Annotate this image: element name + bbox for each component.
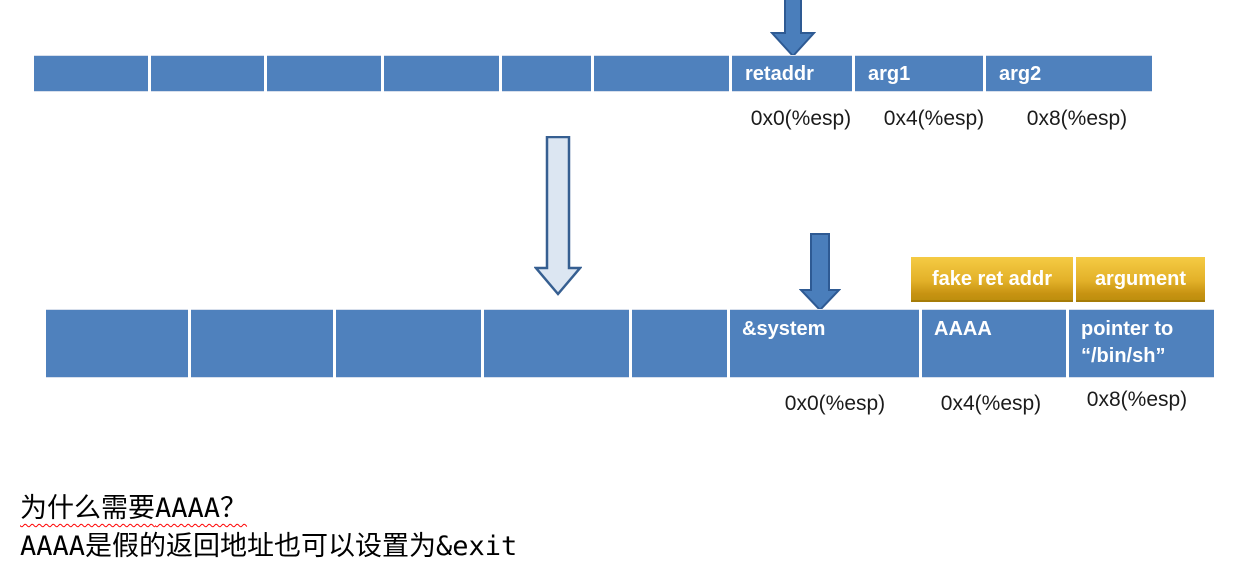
stack-cell-arg1: arg1 <box>855 55 983 92</box>
stack-cell-empty <box>46 309 188 378</box>
note-answer-zh: 是假的返回地址也可以设置为 <box>85 531 437 562</box>
down-arrow-outline-icon <box>534 136 582 296</box>
stack-cell-empty <box>632 309 727 378</box>
stack-cell-empty <box>594 55 729 92</box>
note-answer-code-b: &exit <box>436 531 518 562</box>
stack-cell-arg2: arg2 <box>986 55 1152 92</box>
down-arrow-icon <box>770 0 816 57</box>
esp-offset-label: 0x4(%esp) <box>883 107 985 130</box>
argument-label: argument <box>1076 257 1205 302</box>
stack-cell-binsh-pointer: pointer to “/bin/sh” <box>1069 309 1214 378</box>
stack-row-before: retaddr arg1 arg2 <box>34 55 1152 92</box>
overlay-label-row: fake ret addr argument <box>911 257 1205 302</box>
note-question-code: AAAA？ <box>155 493 248 524</box>
pointer-to-text: pointer to <box>1081 318 1174 340</box>
esp-offset-label: 0x8(%esp) <box>1086 388 1188 411</box>
stack-cell-empty <box>151 55 264 92</box>
stack-cell-empty <box>267 55 381 92</box>
stack-cell-empty <box>484 309 629 378</box>
fake-ret-addr-label: fake ret addr <box>911 257 1073 302</box>
down-arrow-icon <box>799 233 841 311</box>
note-answer: AAAA是假的返回地址也可以设置为&exit <box>20 524 517 563</box>
stack-cell-empty <box>191 309 333 378</box>
esp-offset-label: 0x0(%esp) <box>750 107 852 130</box>
stack-row-after: &system AAAA pointer to “/bin/sh” <box>46 309 1214 378</box>
stack-cell-empty <box>336 309 481 378</box>
stack-cell-system: &system <box>730 309 919 378</box>
binsh-text: “/bin/sh” <box>1081 345 1166 367</box>
note-question-zh: 为什么需要 <box>20 493 155 524</box>
note-question: 为什么需要AAAA？ <box>20 486 247 525</box>
note-answer-code-a: AAAA <box>20 531 86 562</box>
esp-offset-label: 0x0(%esp) <box>784 392 886 415</box>
stack-cell-empty <box>502 55 591 92</box>
stack-cell-aaaa: AAAA <box>922 309 1066 378</box>
esp-offset-label: 0x8(%esp) <box>1026 107 1128 130</box>
esp-offset-label: 0x4(%esp) <box>940 392 1042 415</box>
stack-cell-empty <box>34 55 148 92</box>
stack-cell-empty <box>384 55 499 92</box>
stack-cell-retaddr: retaddr <box>732 55 852 92</box>
